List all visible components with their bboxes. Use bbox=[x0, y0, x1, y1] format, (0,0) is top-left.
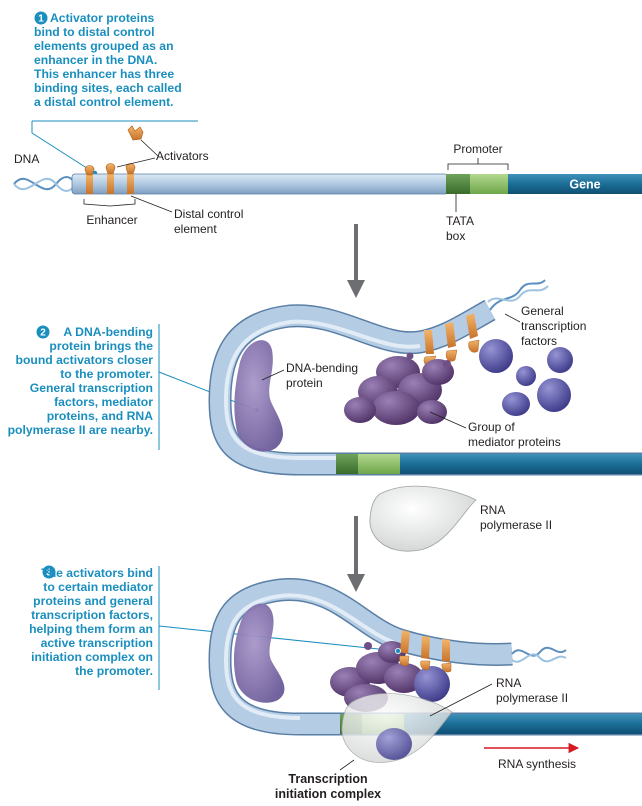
step-2-line-4: to the promoter. bbox=[60, 367, 153, 381]
bound-activators-step1 bbox=[84, 163, 136, 176]
arrow-step-1-to-2 bbox=[347, 224, 365, 298]
tata-label-line2: box bbox=[446, 229, 465, 243]
gene-label: Gene bbox=[569, 178, 600, 192]
rnap3-label-line1: RNA bbox=[496, 676, 521, 690]
distal-control-label-line1: Distal control bbox=[174, 207, 243, 221]
gtf-label-line3: factors bbox=[521, 334, 557, 348]
step-2-number-circle bbox=[36, 325, 50, 339]
step-3-number-circle bbox=[42, 565, 56, 579]
step-2-line-5: General transcription bbox=[30, 381, 153, 395]
step-2-callout: 2 A DNA-bending protein brings the bound… bbox=[8, 324, 260, 450]
tata-label-line1: TATA bbox=[446, 214, 474, 228]
step-1-pointer bbox=[31, 121, 94, 173]
bending-label-line1: DNA-bending bbox=[286, 361, 358, 375]
step-2-line-8: polymerase II are nearby. bbox=[8, 423, 153, 437]
bending-label-line2: protein bbox=[286, 376, 323, 390]
gtf-label-line2: transcription bbox=[521, 319, 586, 333]
dna-straight: Gene bbox=[13, 173, 642, 195]
step-1-callout: 1 Activator proteins bind to distal cont… bbox=[31, 11, 198, 176]
step-2-line-2: protein brings the bbox=[49, 339, 153, 353]
gene-step2 bbox=[400, 454, 642, 474]
gene-step3 bbox=[404, 714, 642, 734]
gtf-label-line1: General bbox=[521, 304, 564, 318]
promoter-bracket bbox=[447, 163, 509, 170]
step-1-line-6: binding sites, each called bbox=[34, 81, 182, 95]
enhancer-step2 bbox=[423, 313, 480, 367]
step-1-number: 1 bbox=[38, 14, 44, 25]
mediator-label-line1: Group of bbox=[468, 420, 515, 434]
promoter-region bbox=[470, 174, 508, 194]
rnap-label-line2: polymerase II bbox=[480, 518, 552, 532]
step-1-number-circle bbox=[34, 11, 48, 25]
step-1-line-1: Activator proteins bbox=[50, 11, 155, 25]
arrow-step-2-to-3 bbox=[347, 516, 365, 592]
step-2-line-6: factors, mediator bbox=[54, 395, 153, 409]
tata-box-step2 bbox=[336, 454, 358, 474]
step-1-line-4: enhancer in the DNA. bbox=[34, 53, 157, 67]
enhancer-label: Enhancer bbox=[86, 213, 137, 227]
activators-label: Activators bbox=[156, 149, 209, 163]
step-2-line-3: bound activators closer bbox=[16, 353, 154, 367]
gtf-step3 bbox=[414, 666, 450, 702]
gene-region bbox=[508, 174, 642, 194]
tic-label-line2: initiation complex bbox=[275, 787, 381, 801]
dna-bending-protein-step3 bbox=[233, 603, 285, 703]
rna-polymerase-free bbox=[369, 485, 477, 552]
step-3-number: 3 bbox=[46, 568, 52, 579]
step-3-line-7: initiation complex on bbox=[31, 650, 153, 664]
rna-synthesis-label: RNA synthesis bbox=[498, 757, 576, 771]
free-activator bbox=[127, 125, 144, 141]
step-1-line-5: This enhancer has three bbox=[34, 67, 174, 81]
step-3-pointer bbox=[158, 625, 399, 652]
dna-bending-protein bbox=[234, 340, 284, 452]
step-1-line-7: a distal control element. bbox=[34, 95, 174, 109]
rnap3-label-line2: polymerase II bbox=[496, 691, 568, 705]
distal-control-label-line2: element bbox=[174, 222, 217, 236]
step-3-line-5: helping them form an bbox=[29, 622, 153, 636]
step-3-line-4: transcription factors, bbox=[31, 608, 153, 622]
step-3-line-6: active transcription bbox=[41, 636, 153, 650]
step-1-line-3: elements grouped as an bbox=[34, 39, 174, 53]
promoter-step2 bbox=[358, 454, 400, 474]
tic-label-line1: Transcription bbox=[288, 772, 367, 786]
step-2-line-7: proteins, and RNA bbox=[47, 409, 154, 423]
enhancer-step3 bbox=[399, 630, 452, 673]
step-3-line-2: to certain mediator bbox=[43, 580, 153, 594]
enhancer-bracket bbox=[83, 199, 136, 207]
step-2-number: 2 bbox=[40, 328, 46, 339]
rnap-label-line1: RNA bbox=[480, 503, 505, 517]
distal-control-element-1 bbox=[86, 174, 93, 194]
step-3-callout: 3 The activators bind to certain mediato… bbox=[29, 565, 399, 690]
dna-label: DNA bbox=[14, 152, 39, 166]
rna-polymerase-bound bbox=[341, 693, 453, 763]
promoter-label: Promoter bbox=[453, 142, 502, 156]
mediator-proteins bbox=[344, 352, 454, 425]
step-2-line-1: A DNA-bending bbox=[63, 325, 153, 339]
step-3-line-1: The activators bind bbox=[41, 566, 153, 580]
distal-control-element-3 bbox=[127, 174, 134, 194]
mediator-proteins-step3 bbox=[330, 641, 424, 712]
general-transcription-factors bbox=[479, 339, 573, 416]
step-3-line-3: proteins and general bbox=[33, 594, 153, 608]
distal-control-element-2 bbox=[107, 174, 114, 194]
tata-box bbox=[446, 174, 470, 194]
mediator-label-line2: mediator proteins bbox=[468, 435, 561, 449]
step-3-line-8: the promoter. bbox=[75, 664, 153, 678]
step-1-line-2: bind to distal control bbox=[34, 25, 155, 39]
